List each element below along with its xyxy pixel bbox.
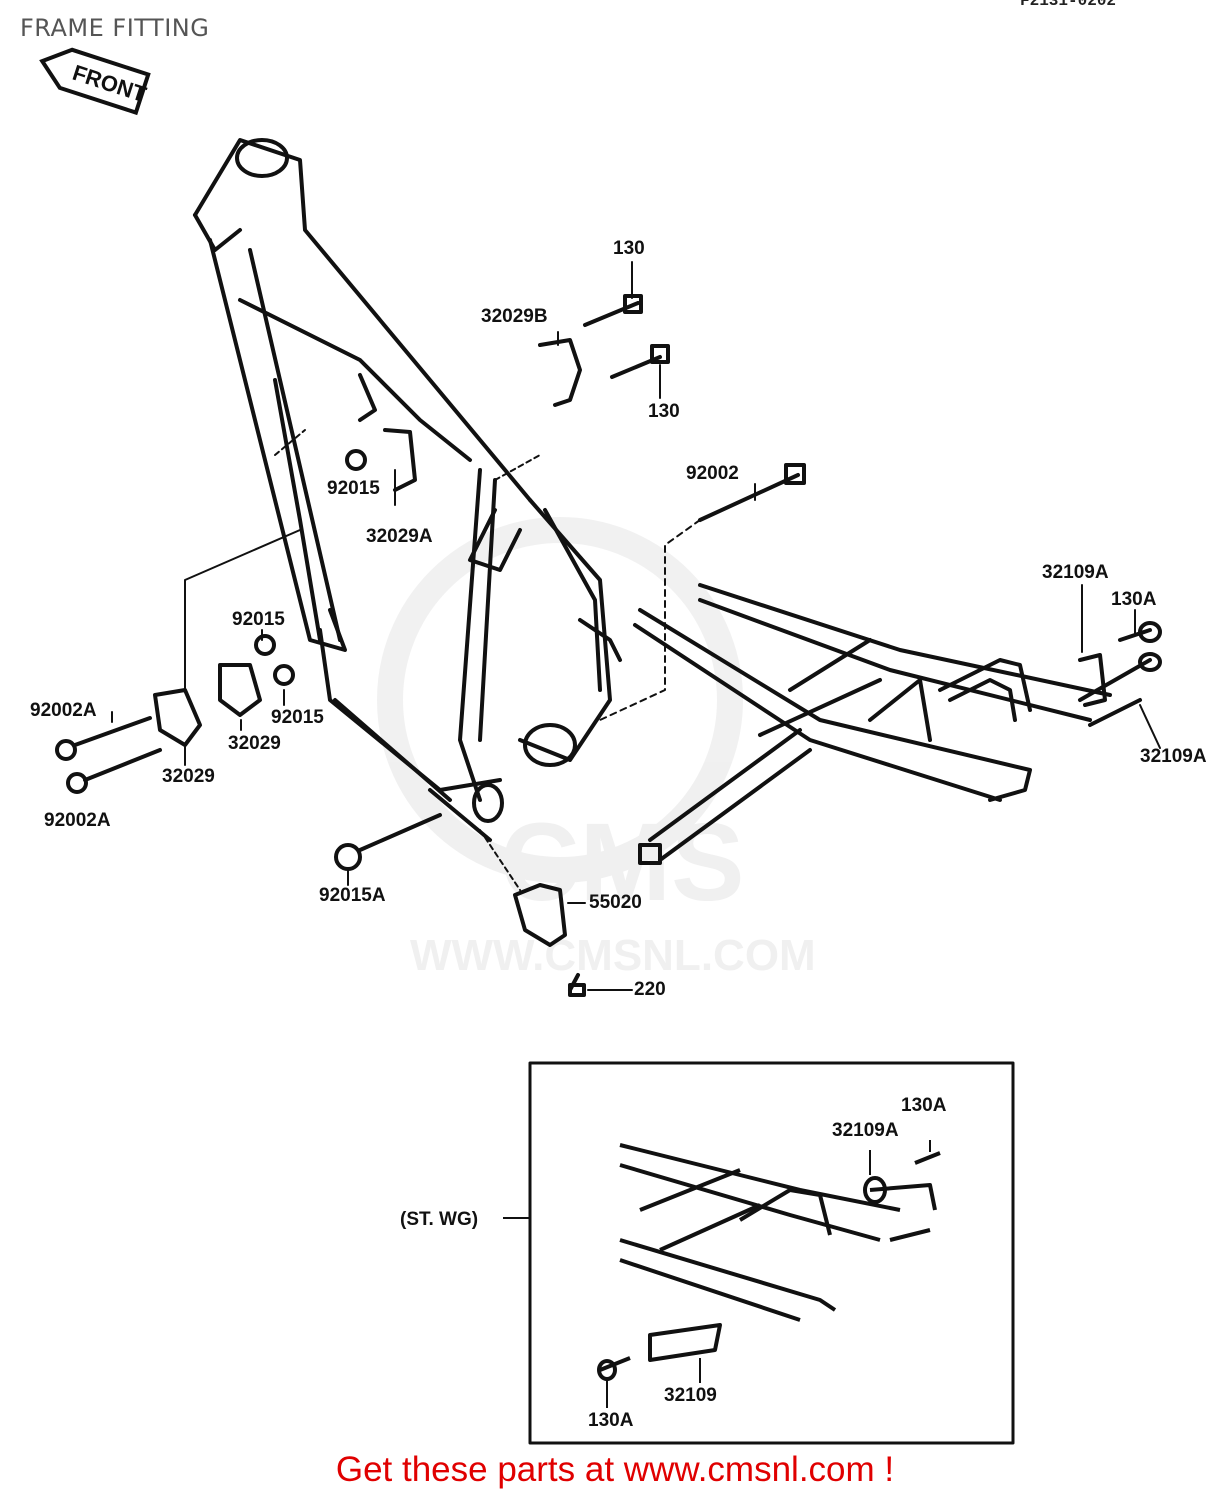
page-title: FRAME FITTING — [20, 14, 210, 42]
footer-banner: Get these parts at www.cmsnl.com ! — [0, 1450, 1230, 1490]
label-130-bottom: 130 — [648, 401, 680, 422]
footer-link[interactable]: www.cmsnl.com — [623, 1450, 875, 1489]
watermark: CMS WWW.CMSNL.COM — [377, 517, 816, 980]
label-92015-mid: 92015 — [271, 707, 324, 728]
label-32029-mid: 32029 — [228, 733, 281, 754]
label-55020: 55020 — [589, 892, 642, 913]
label-32109a-top: 32109A — [1042, 562, 1109, 583]
label-130-top: 130 — [613, 238, 645, 259]
main-frame — [193, 138, 622, 842]
leader-lines — [111, 261, 1161, 991]
footer-prefix: Get these parts at — [335, 1450, 624, 1489]
label-92015a: 92015A — [319, 885, 386, 906]
label-92015-center: 92015 — [327, 478, 380, 499]
label-92002a-bottom: 92002A — [44, 810, 111, 831]
label-92002: 92002 — [686, 463, 739, 484]
fasteners — [55, 294, 1162, 997]
inset-st-wg — [503, 1061, 1015, 1445]
label-92015-left: 92015 — [232, 609, 285, 630]
label-32029-low: 32029 — [162, 766, 215, 787]
front-arrow: FRONT — [39, 47, 151, 116]
label-130a-right: 130A — [1111, 589, 1157, 610]
label-32029b: 32029B — [481, 306, 548, 327]
label-inset-32109: 32109 — [664, 1385, 717, 1406]
label-inset-32109a: 32109A — [832, 1120, 899, 1141]
label-inset-st-wg: (ST. WG) — [400, 1209, 479, 1230]
footer-suffix: ! — [874, 1450, 895, 1489]
label-220: 220 — [634, 979, 666, 1000]
watermark-logo: CMS — [500, 801, 744, 924]
watermark-url: WWW.CMSNL.COM — [410, 931, 816, 980]
label-inset-130a-top: 130A — [901, 1095, 947, 1116]
label-inset-130a-bottom: 130A — [588, 1410, 634, 1431]
label-32109a-right: 32109A — [1140, 746, 1207, 767]
label-32029a: 32029A — [366, 526, 433, 547]
rear-subframe — [633, 583, 1162, 865]
diagram-code: F2131-0202 — [1020, 0, 1117, 10]
label-92002a-top: 92002A — [30, 700, 97, 721]
